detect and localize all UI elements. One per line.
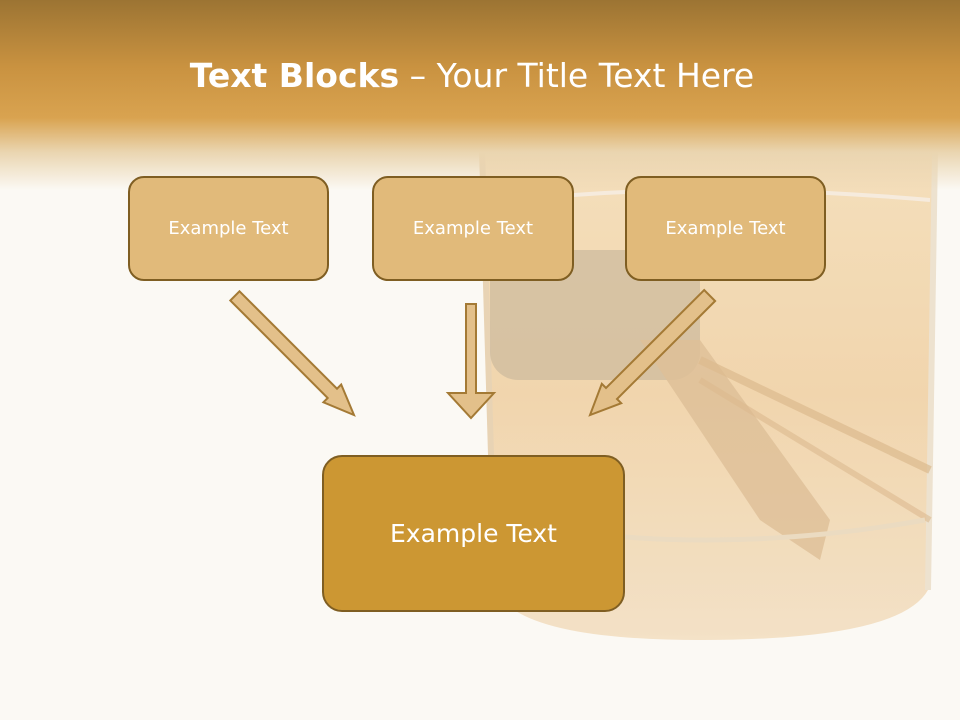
title-bold: Text Blocks bbox=[189, 56, 400, 95]
text-block-main[interactable]: Example Text bbox=[322, 455, 625, 612]
title-dash: – bbox=[399, 56, 437, 95]
text-block-top-left[interactable]: Example Text bbox=[128, 176, 329, 281]
arrow-down-icon bbox=[445, 303, 497, 420]
slide-title: Text Blocks – Your Title Text Here bbox=[0, 56, 944, 95]
title-rest: Your Title Text Here bbox=[436, 56, 755, 95]
text-block-top-center[interactable]: Example Text bbox=[372, 176, 574, 281]
title-band bbox=[0, 0, 960, 190]
text-block-top-right[interactable]: Example Text bbox=[625, 176, 826, 281]
arrow-down-right-icon bbox=[228, 289, 356, 417]
arrow-down-left-icon bbox=[588, 288, 717, 417]
